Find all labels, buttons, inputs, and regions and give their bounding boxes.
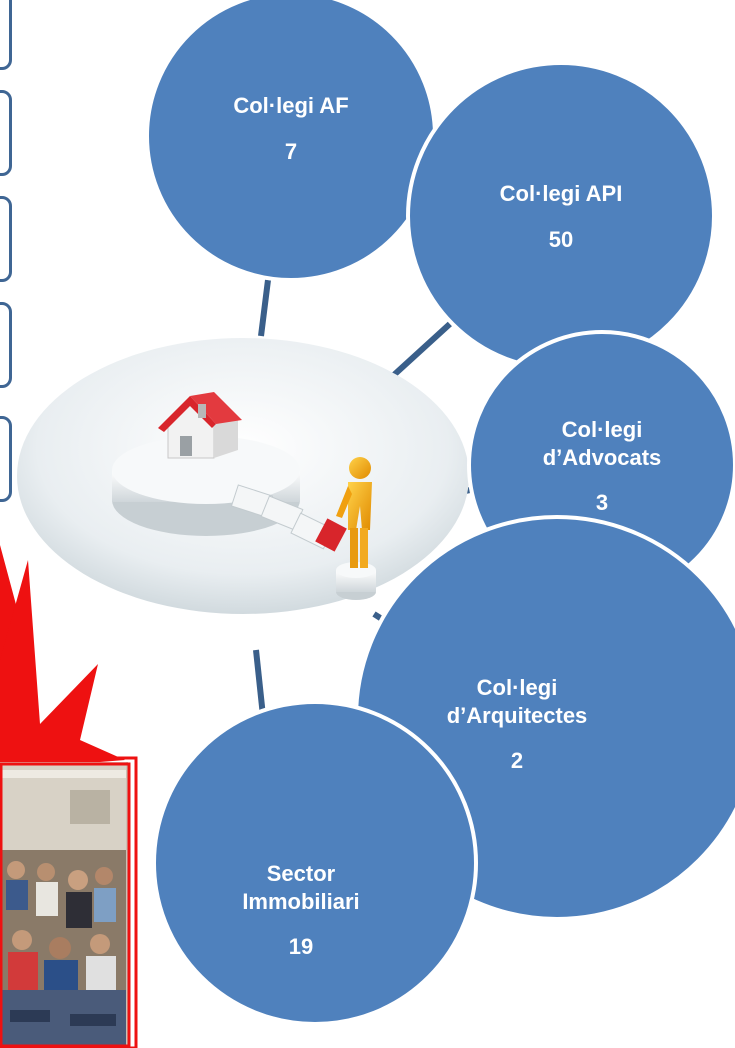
node-arquitectes-value: 2 — [510, 748, 524, 773]
node-circles — [145, 0, 735, 1026]
node-api: Col·legi API 50 — [466, 180, 656, 253]
node-advocats-value: 3 — [595, 490, 609, 515]
node-api-title: Col·legi API — [499, 181, 623, 206]
node-af-title: Col·legi AF — [233, 93, 349, 118]
node-sector-title-1: Sector — [266, 861, 336, 886]
left-list-box-1 — [0, 0, 12, 70]
left-list-box-3 — [0, 196, 12, 282]
red-puzzle-piece-icon — [315, 518, 347, 552]
node-advocats-title-1: Col·legi — [561, 417, 643, 442]
node-sector-value: 19 — [288, 934, 314, 959]
node-api-value: 50 — [548, 226, 574, 252]
node-sector: Sector Immobiliari 19 — [206, 860, 396, 961]
node-arquitectes: Col·legi d’Arquitectes 2 — [427, 674, 607, 775]
node-circle-sector — [152, 700, 478, 1026]
node-af-value: 7 — [284, 138, 298, 164]
node-arquitectes-title-1: Col·legi — [476, 675, 558, 700]
left-list-box-5 — [0, 416, 12, 502]
node-arquitectes-title-2: d’Arquitectes — [446, 702, 588, 728]
left-list-box-4 — [0, 302, 12, 388]
connector-af — [258, 279, 271, 337]
node-advocats-title-2: d’Advocats — [542, 444, 662, 470]
node-sector-title-2: Immobiliari — [242, 888, 360, 914]
attendees-photo — [0, 756, 138, 1048]
node-advocats: Col·legi d’Advocats 3 — [512, 416, 692, 517]
person-figure-icon — [336, 457, 372, 568]
connector-api — [381, 319, 455, 387]
center-illustration — [17, 338, 469, 614]
red-burst-shape — [0, 560, 125, 770]
left-list-box-2 — [0, 90, 12, 176]
node-af: Col·legi AF 7 — [191, 92, 391, 165]
